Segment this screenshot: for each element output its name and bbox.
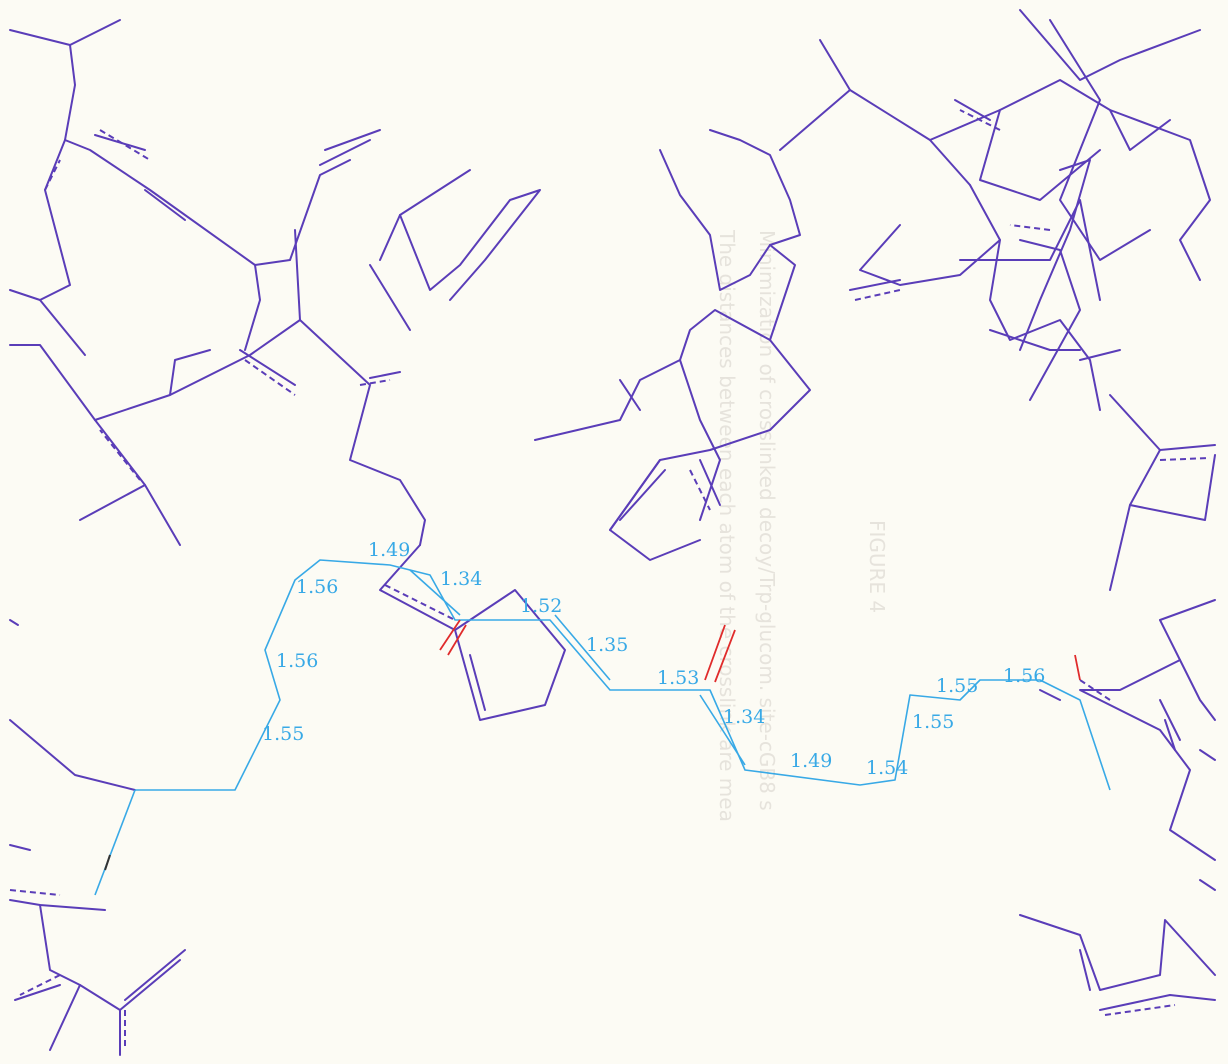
bond-length-label: 1.56 [1003, 665, 1045, 687]
bond-length-label: 1.56 [296, 576, 338, 598]
bond-length-label: 1.35 [586, 634, 628, 656]
bleed-line-1: FIGURE 4 [865, 520, 889, 613]
bond-length-label: 1.56 [276, 650, 318, 672]
bond-length-label: 1.49 [790, 750, 832, 772]
protein-residues [9, 9, 1216, 1056]
bond-length-label: 1.49 [368, 539, 410, 561]
bleed-through-text: FIGURE 4 Minimization of crosslinked dec… [715, 229, 889, 822]
bleed-line-3: The distances between each atom of the c… [715, 229, 739, 822]
crosslink-chain [94, 559, 1111, 896]
bond-length-label: 1.53 [657, 667, 699, 689]
bond-length-label: 1.54 [866, 757, 908, 779]
bond-length-label: 1.55 [912, 711, 954, 733]
bond-length-label: 1.55 [262, 723, 304, 745]
bond-length-labels: 1.49 1.34 1.56 1.52 1.35 1.56 1.53 1.34 … [262, 539, 1045, 779]
bond-length-label: 1.55 [936, 675, 978, 697]
bond-length-label: 1.52 [520, 595, 562, 617]
bond-length-label: 1.34 [723, 706, 765, 728]
bond-length-label: 1.34 [440, 568, 482, 590]
